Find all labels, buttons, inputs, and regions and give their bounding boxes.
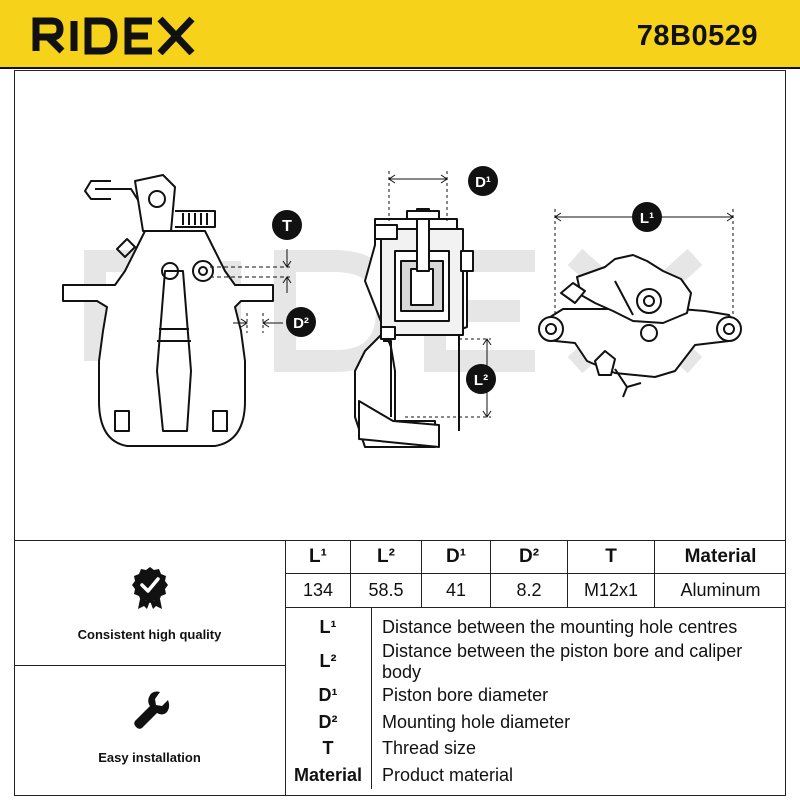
spec-table: L¹ L² D¹ D² T Material 134 58.5 41 8.2 M…: [285, 541, 786, 608]
label-d1-badge: [468, 166, 498, 196]
feature-label-installation: Easy installation: [98, 750, 201, 765]
feature-quality: Consistent high quality: [14, 541, 285, 665]
legend-row: D² Mounting hole diameter: [285, 709, 786, 736]
quality-check-icon: [132, 567, 168, 609]
dimension-l2: [405, 338, 492, 418]
feature-installation: Easy installation: [14, 666, 285, 796]
label-l2: L²: [474, 372, 488, 389]
legend-row: L¹ Distance between the mounting hole cen…: [285, 608, 786, 641]
dimension-t: [210, 249, 292, 293]
spec-header-material: Material: [654, 541, 786, 574]
dimension-d1: [388, 171, 448, 221]
spec-value-t: M12x1: [567, 573, 655, 608]
legend-key: T: [285, 735, 372, 762]
features-column: Consistent high quality Easy installatio…: [14, 541, 286, 796]
label-t: T: [282, 218, 292, 235]
label-d1: D¹: [475, 174, 491, 191]
legend-desc: Mounting hole diameter: [382, 711, 571, 732]
spec-header-d1: D¹: [421, 541, 491, 574]
feature-label-quality: Consistent high quality: [77, 627, 222, 642]
content-frame: [14, 70, 786, 796]
feature-divider: [14, 665, 285, 666]
spec-header-d2: D²: [490, 541, 568, 574]
legend-table: L¹ Distance between the mounting hole cen…: [285, 608, 786, 789]
legend-desc: Piston bore diameter: [382, 685, 549, 706]
legend-row: T Thread size: [285, 735, 786, 762]
legend-key: L¹: [285, 608, 372, 641]
legend-row: D¹ Piston bore diameter: [285, 682, 786, 709]
legend-key: D²: [285, 709, 372, 736]
spec-value-d1: 41: [421, 573, 491, 608]
dimension-d2: [233, 313, 283, 333]
spec-header-l1: L¹: [285, 541, 351, 574]
label-t-badge: [272, 210, 302, 240]
legend-key: L²: [285, 640, 372, 683]
spec-header-l2: L²: [350, 541, 422, 574]
legend-key: D¹: [285, 682, 372, 709]
caliper-section-view: [354, 208, 474, 448]
part-number: 78B0529: [636, 20, 758, 52]
spec-value-l2: 58.5: [350, 573, 422, 608]
caliper-front-view: [62, 174, 274, 447]
header-bar: 78B0529: [0, 0, 800, 69]
legend-desc: Distance between the piston bore and cal…: [382, 640, 743, 682]
spec-value-row: 134 58.5 41 8.2 M12x1 Aluminum: [285, 573, 786, 608]
spec-header-t: T: [567, 541, 655, 574]
legend-row: Material Product material: [285, 762, 786, 789]
dimension-l1: [554, 209, 734, 317]
caliper-side-view: [538, 254, 742, 398]
legend-desc: Product material: [382, 764, 514, 785]
wrench-icon: [134, 691, 170, 729]
label-d2: D²: [293, 315, 309, 332]
label-d2-badge: [286, 307, 316, 337]
legend-key: Material: [285, 762, 372, 789]
brand-logo: [32, 16, 195, 55]
spec-value-d2: 8.2: [490, 573, 568, 608]
label-l2-badge: [466, 364, 496, 394]
technical-drawing: T D² D¹ L²: [62, 166, 742, 448]
legend-desc: Thread size: [382, 738, 477, 759]
spec-value-material: Aluminum: [654, 573, 786, 608]
label-l1-badge: [632, 202, 662, 232]
spec-value-l1: 134: [285, 573, 351, 608]
label-l1: L¹: [640, 210, 654, 227]
spec-header-row: L¹ L² D¹ D² T Material: [285, 541, 786, 574]
legend-desc: Distance between the mounting hole centr…: [382, 616, 738, 637]
spec-section: Consistent high quality Easy installatio…: [14, 540, 786, 796]
